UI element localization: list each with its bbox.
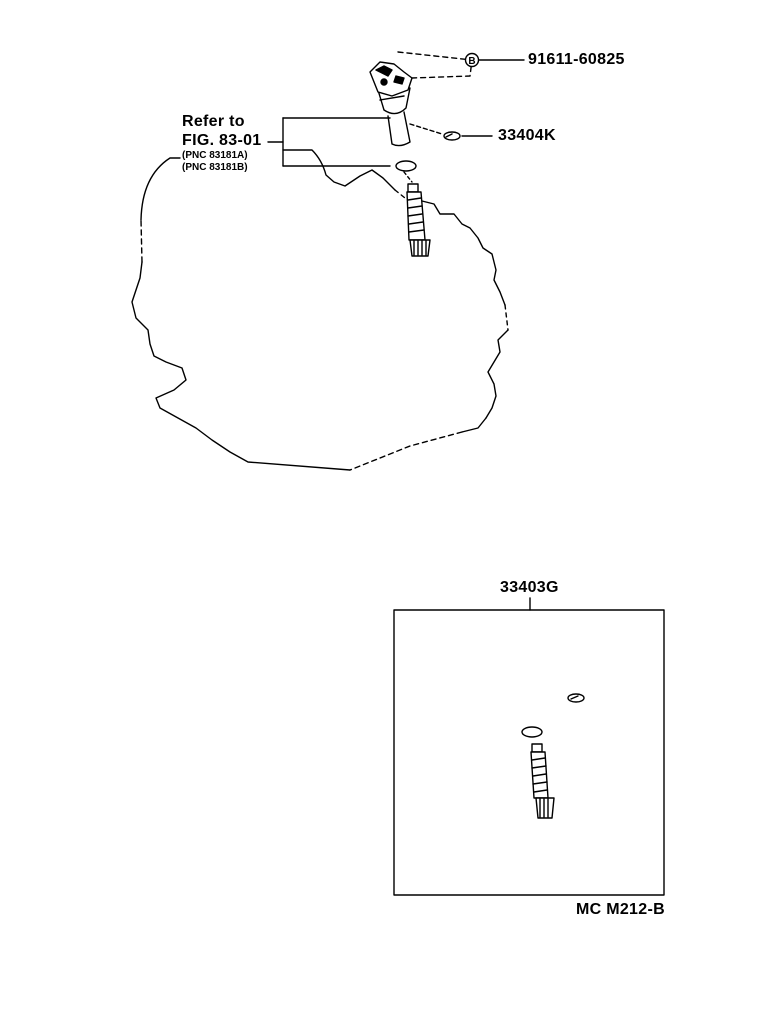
kit-box — [393, 597, 665, 896]
oring-lower — [395, 160, 417, 183]
bolt-leader — [397, 51, 525, 79]
pnc-reference-a: (PNC 83181A) — [182, 150, 248, 161]
kit-oring-small — [567, 693, 585, 703]
speedometer-sleeve — [369, 61, 413, 147]
part-number-kit: 33403G — [500, 579, 559, 596]
kit-driven-gear — [530, 743, 555, 819]
part-number-oring: 33404K — [498, 127, 556, 144]
bolt-marker-letter: B — [468, 56, 475, 67]
kit-oring-large — [521, 726, 543, 738]
pnc-reference-b: (PNC 83181B) — [182, 162, 248, 173]
figure-reference: FIG. 83-01 — [182, 132, 262, 149]
reference-bracket — [267, 117, 391, 167]
part-number-bolt: 91611-60825 — [528, 51, 625, 68]
oring-upper — [409, 123, 493, 141]
bolt-marker: B — [464, 52, 480, 68]
catalog-code: MC M212-B — [576, 901, 665, 918]
refer-to-label: Refer to — [182, 113, 245, 130]
transmission-case-outline — [131, 149, 509, 471]
driven-gear — [406, 183, 431, 257]
